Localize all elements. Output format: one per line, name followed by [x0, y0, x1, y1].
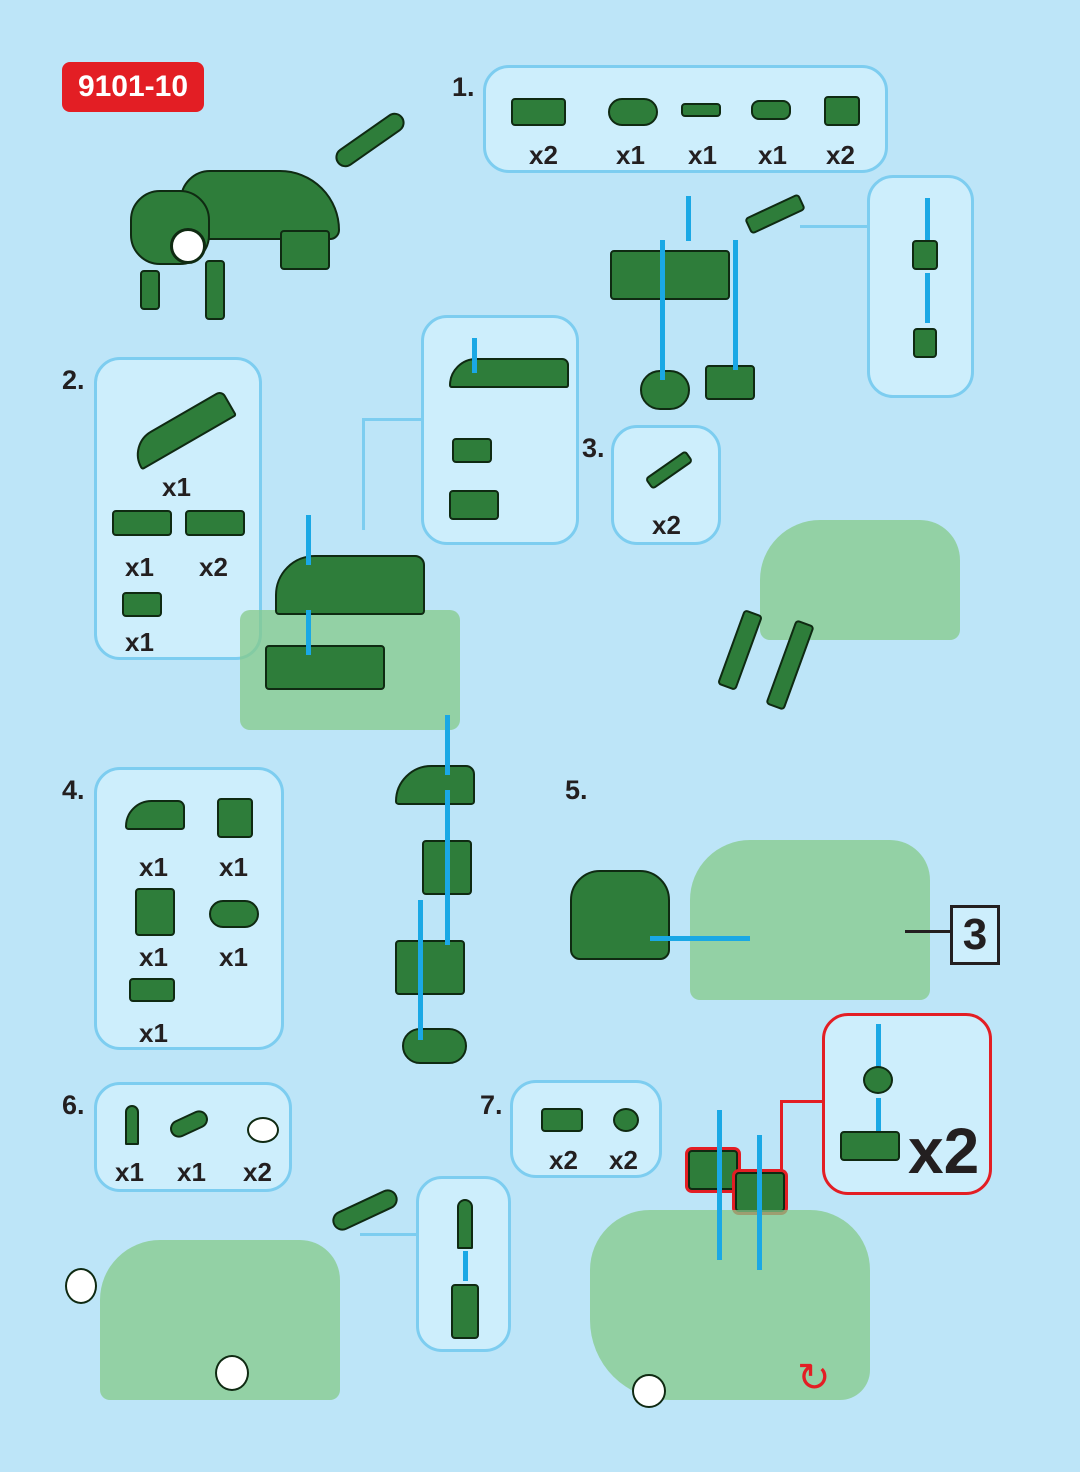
bar-clip-icon [681, 103, 721, 117]
step-3-parts-panel: x2 [611, 425, 721, 545]
step-2-number: 2. [62, 365, 85, 395]
slope-curved-1x2-icon [125, 800, 185, 830]
eye-tile-icon [247, 1117, 279, 1143]
step-7-subassembly-panel: x2 [822, 1013, 992, 1195]
plate-1x1-icon [122, 592, 162, 617]
step-6-parts-panel: x1 x1 x2 [94, 1082, 292, 1192]
step-6-number: 6. [62, 1090, 85, 1120]
step-4-parts-panel: x1 x1 x1 x1 x1 [94, 767, 284, 1050]
set-number-badge: 9101-10 [62, 62, 204, 112]
step-1-number: 1. [452, 72, 475, 102]
horn-icon [125, 1105, 139, 1145]
plate-2x2-bar-icon [511, 98, 566, 126]
plate-1x2-icon [112, 510, 172, 536]
plate-1x2-icon [185, 510, 245, 536]
brick-1x1-studs-side-icon [217, 798, 253, 838]
step-3-number: 3. [582, 433, 605, 463]
step-1-parts-panel: x2 x1 x1 x1 x2 [483, 65, 888, 173]
rotate-icon: ↻ [797, 1356, 831, 1400]
bar-holder-clip-icon [751, 100, 791, 120]
curved-slope-icon [126, 389, 238, 471]
step-6-subassembly-panel [416, 1176, 511, 1352]
round-plate-icon [613, 1108, 639, 1132]
plate-oval-2-stud-icon [209, 900, 259, 928]
plate-clip-vertical-icon [824, 96, 860, 126]
step-2-parts-panel: x1 x1 x2 x1 [94, 357, 262, 660]
plate-clip-icon [541, 1108, 583, 1132]
bar-clip-icon [167, 1107, 211, 1141]
leg-subassembly-icon [644, 449, 694, 491]
plate-clip-icon [129, 978, 175, 1002]
step-1-subassembly-panel [867, 175, 974, 398]
step-4-number: 4. [62, 775, 85, 805]
plate-oval-2-stud-icon [608, 98, 658, 126]
step-7-parts-panel: x2 x2 [510, 1080, 662, 1178]
brick-1x1-icon [135, 888, 175, 936]
step-7-number: 7. [480, 1090, 503, 1120]
step-5-number: 5. [565, 775, 588, 805]
step-reference-box: 3 [950, 905, 1000, 965]
step-2-subassembly-panel [421, 315, 579, 545]
